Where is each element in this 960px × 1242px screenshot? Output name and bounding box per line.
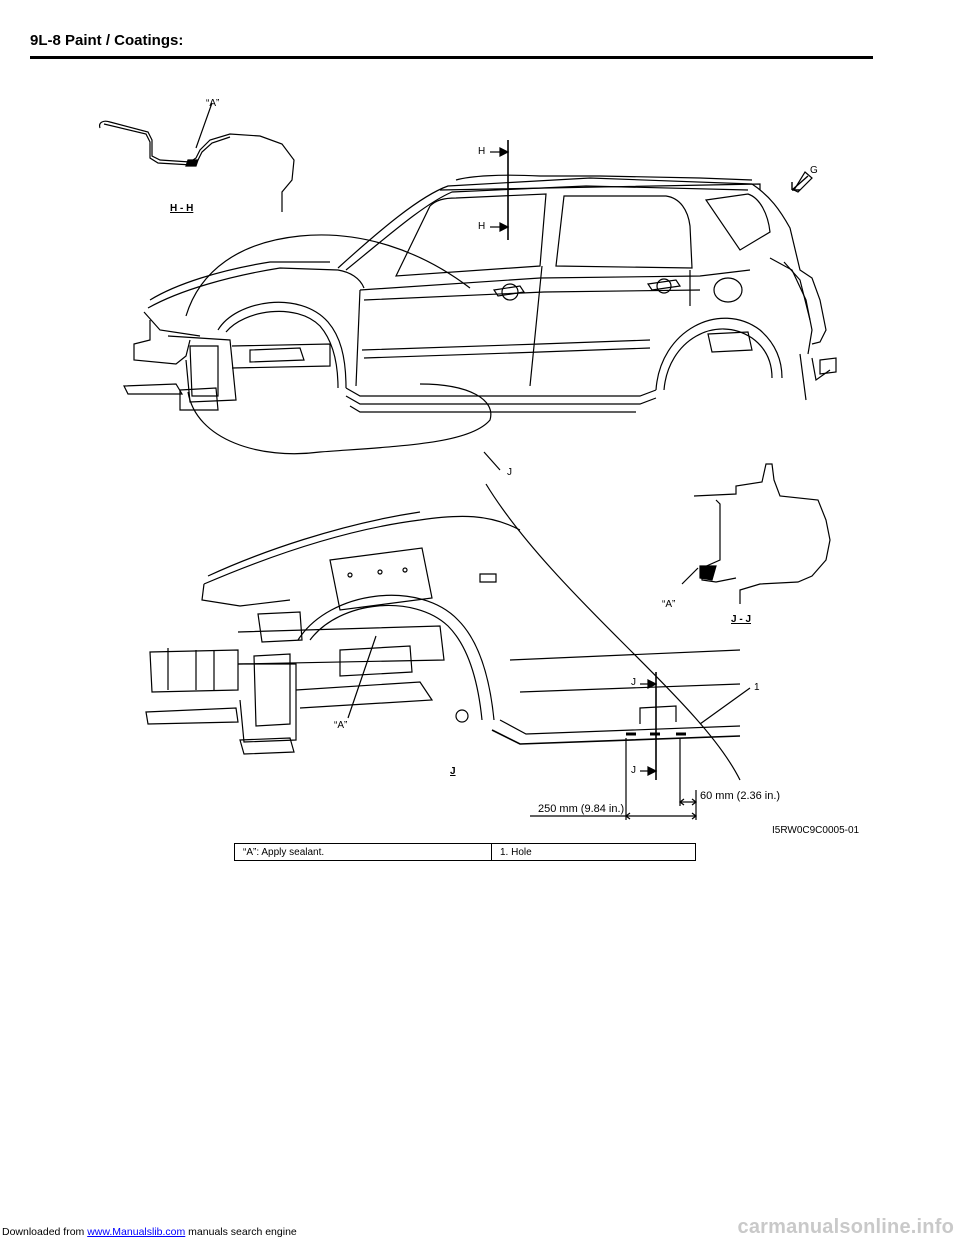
manualslib-link[interactable]: www.Manualslib.com — [87, 1226, 186, 1238]
label-j-bottom: J — [631, 765, 636, 776]
label-a-top: “A” — [206, 98, 220, 109]
watermark: carmanualsonline.info — [737, 1216, 954, 1238]
page-footer: Downloaded from www.Manualslib.com manua… — [0, 1216, 960, 1242]
vehicle-body-side — [123, 174, 837, 471]
download-notice: Downloaded from www.Manualslib.com manua… — [2, 1226, 297, 1238]
g-view-arrow — [791, 171, 813, 193]
page-header: 9L-8 Paint / Coatings: — [30, 30, 873, 59]
page-title: 9L-8 Paint / Coatings: — [30, 32, 184, 49]
legend-cell-a: “A”: Apply sealant. — [234, 843, 492, 861]
dimension-250mm: 250 mm (9.84 in.) — [538, 803, 625, 815]
legend-cell-1: 1. Hole — [491, 843, 696, 861]
label-h-top: H — [478, 146, 486, 157]
dimension-60mm: 60 mm (2.36 in.) — [700, 790, 781, 802]
label-j-section: J — [450, 766, 456, 777]
label-j-upper: J — [507, 467, 512, 478]
jj-section-view — [681, 463, 831, 604]
label-a-right: “A” — [662, 599, 676, 610]
label-j-top: J — [631, 677, 636, 688]
hh-section-view — [99, 102, 295, 212]
download-suffix: manuals search engine — [185, 1226, 297, 1238]
label-hh-section: H - H — [170, 203, 194, 214]
download-prefix: Downloaded from — [2, 1226, 88, 1238]
legend-table: “A”: Apply sealant. 1. Hole — [234, 843, 696, 861]
label-jj-section: J - J — [731, 614, 752, 625]
label-a-left: “A” — [334, 720, 348, 731]
figure-id: I5RW0C9C0005-01 — [772, 825, 860, 836]
label-g: G — [810, 165, 818, 176]
table-row: “A”: Apply sealant. 1. Hole — [234, 843, 696, 861]
label-one: 1 — [754, 682, 760, 693]
j-magnified-view — [145, 483, 751, 820]
label-h-bottom: H — [478, 221, 486, 232]
